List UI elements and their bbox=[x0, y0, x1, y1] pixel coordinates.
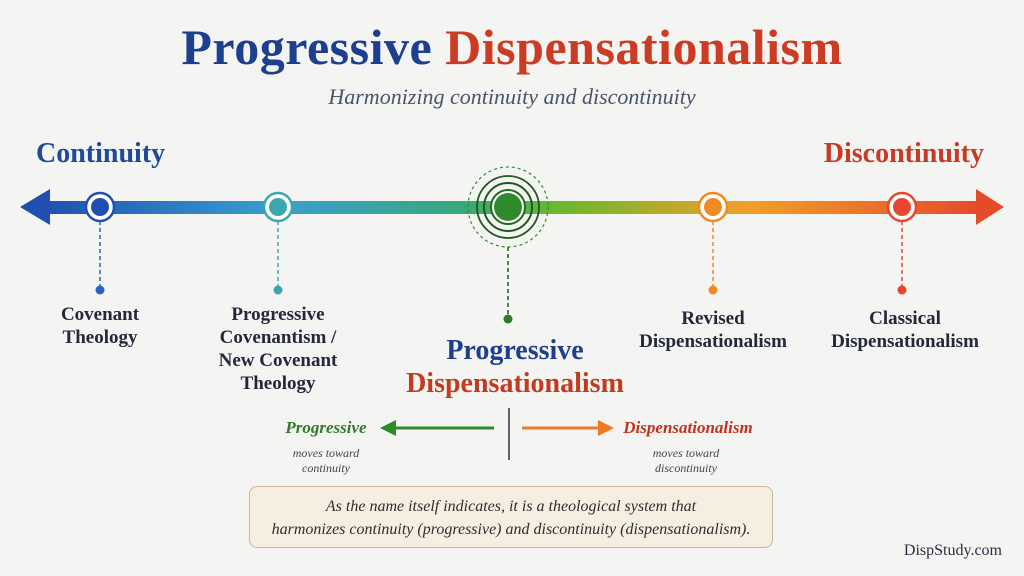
continuity-label: Continuity bbox=[36, 138, 166, 169]
right-arrowhead bbox=[976, 189, 1004, 225]
direction-dispensationalism-title: Dispensationalism bbox=[623, 418, 753, 437]
label-line: Covenantism / bbox=[219, 327, 337, 348]
label-progressive-covenantism: Progressive Covenantism / New Covenant T… bbox=[208, 303, 348, 395]
node-progressive-dispensationalism bbox=[467, 166, 549, 324]
label-line: Covenant bbox=[60, 304, 140, 325]
node-revised-dispensationalism bbox=[697, 191, 729, 295]
site-watermark: DispStudy.com bbox=[903, 542, 1002, 559]
label-line: New Covenant bbox=[218, 350, 338, 371]
label-line: Classical bbox=[869, 308, 941, 329]
node-progressive-covenantism bbox=[262, 191, 294, 295]
discontinuity-label: Discontinuity bbox=[823, 138, 984, 169]
note-line: As the name itself indicates, it is a th… bbox=[325, 498, 697, 515]
page-title: Progressive Dispensationalism bbox=[0, 18, 1024, 76]
note-line: moves toward bbox=[652, 446, 720, 460]
label-progressive-dispensationalism: Progressive Dispensationalism bbox=[380, 334, 650, 400]
note-line: discontinuity bbox=[655, 461, 717, 475]
label-line: Progressive bbox=[446, 335, 584, 366]
title-part-progressive: Progressive bbox=[181, 19, 433, 75]
direction-progressive-note: moves toward continuity bbox=[268, 446, 384, 476]
subtitle: Harmonizing continuity and discontinuity bbox=[328, 84, 696, 109]
node-classical-dispensationalism bbox=[886, 191, 918, 295]
direction-dispensationalism-note: moves toward discontinuity bbox=[628, 446, 744, 476]
label-line: Theology bbox=[62, 327, 138, 348]
label-line: Dispensationalism bbox=[831, 331, 979, 352]
label-covenant-theology: Covenant Theology bbox=[40, 303, 160, 349]
label-line: Progressive bbox=[231, 304, 325, 325]
arrow-toward-continuity bbox=[380, 420, 494, 436]
label-line: Theology bbox=[240, 373, 316, 394]
direction-progressive-title: Progressive bbox=[285, 418, 367, 437]
label-line: Dispensationalism bbox=[639, 331, 787, 352]
label-line: Dispensationalism bbox=[406, 368, 624, 399]
arrow-toward-discontinuity bbox=[522, 420, 614, 436]
note-line: harmonizes continuity (progressive) and … bbox=[271, 521, 751, 538]
note-line: moves toward bbox=[292, 446, 360, 460]
title-part-dispensationalism: Dispensationalism bbox=[445, 19, 843, 75]
label-revised-dispensationalism: Revised Dispensationalism bbox=[630, 307, 796, 353]
label-line: Revised bbox=[681, 308, 745, 329]
left-arrowhead bbox=[20, 189, 50, 225]
label-classical-dispensationalism: Classical Dispensationalism bbox=[822, 307, 988, 353]
node-covenant-theology bbox=[84, 191, 116, 295]
note-line: continuity bbox=[302, 461, 350, 475]
explanation-note: As the name itself indicates, it is a th… bbox=[249, 486, 773, 548]
